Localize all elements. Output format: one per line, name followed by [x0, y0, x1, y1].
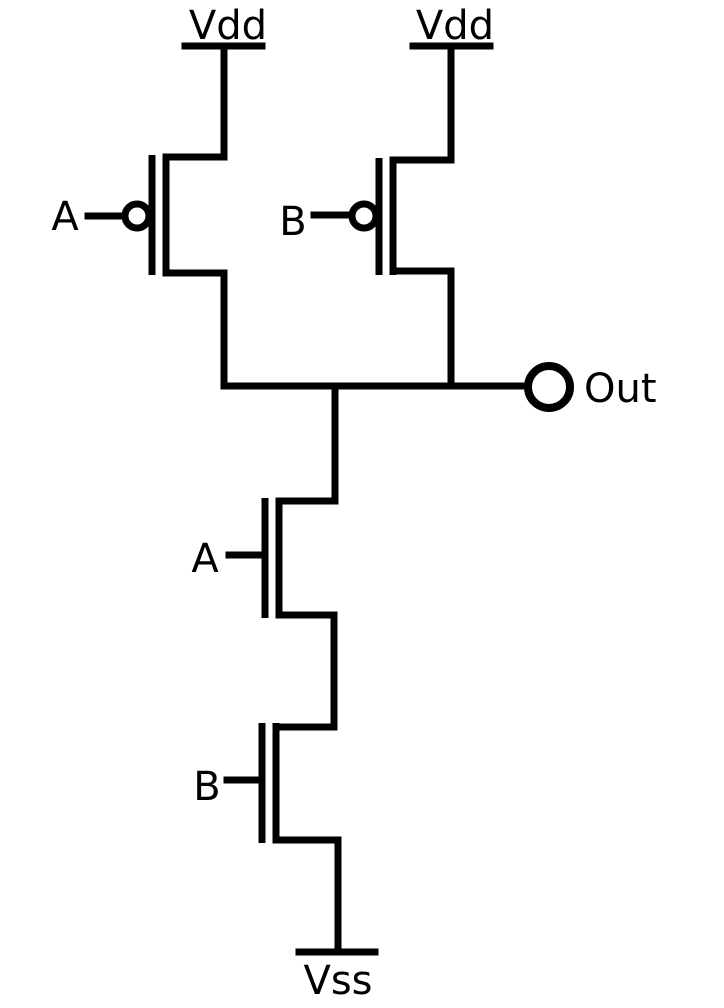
nmos-a-input-label: A [191, 536, 219, 582]
vdd-right-label: Vdd [416, 3, 494, 49]
output-node: Out [220, 362, 657, 412]
nmos-b-input-label: B [193, 764, 220, 810]
pmos-b-input-label: B [279, 199, 306, 245]
output-terminal [524, 362, 574, 412]
vss-label: Vss [303, 958, 372, 1004]
vdd-rail-left: Vdd [181, 3, 267, 50]
pmos-b-inversion-bubble [348, 200, 380, 232]
vss-rail: Vss [295, 948, 379, 1004]
nmos-transistor-a: A [191, 382, 339, 731]
output-label: Out [584, 366, 657, 412]
nmos-transistor-b: B [193, 723, 342, 956]
pmos-a-input-label: A [51, 194, 79, 240]
vdd-rail-right: Vdd [409, 3, 494, 50]
vdd-left-label: Vdd [189, 3, 267, 49]
pmos-transistor-a: A [51, 42, 228, 390]
pmos-transistor-b: B [279, 42, 455, 390]
pmos-a-inversion-bubble [121, 200, 153, 232]
